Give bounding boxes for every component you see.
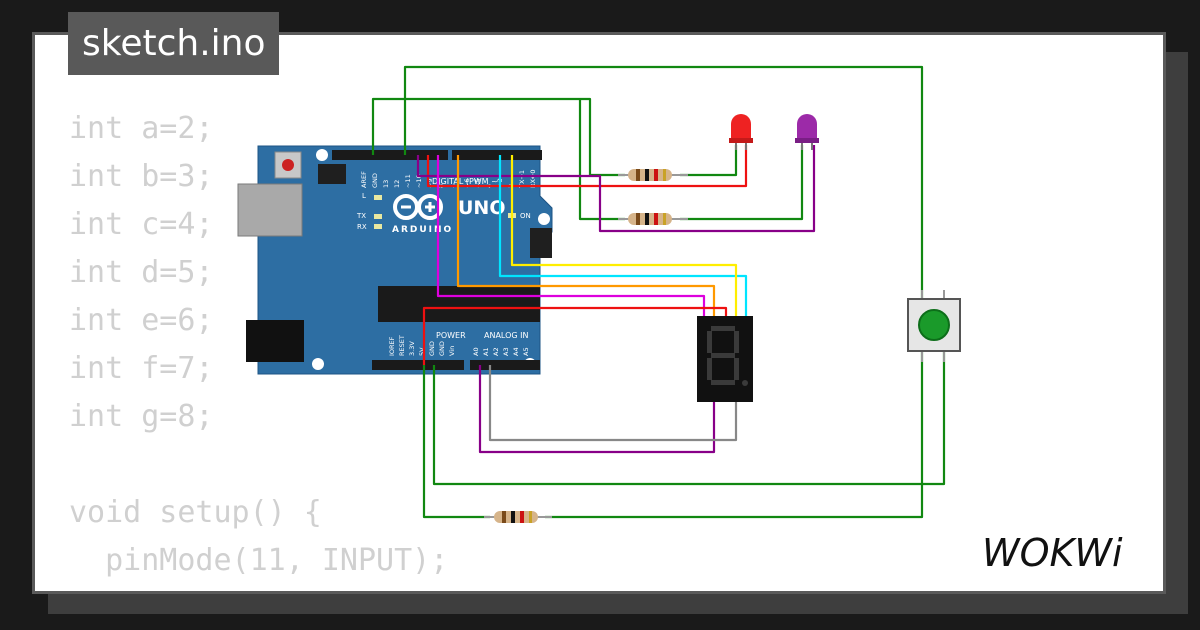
wire-cyan-display	[498, 155, 748, 318]
usb-port	[237, 183, 303, 237]
wire-resistor-led1	[680, 145, 738, 177]
pin-label: ~9	[426, 178, 434, 188]
pin-label: 13	[382, 180, 390, 188]
arduino-uno-board[interactable]: L TX RX ON DIGITAL (PWM ~) POWER ANALOG …	[237, 145, 553, 375]
code-line: int d=5;	[69, 255, 214, 290]
wire-pin13-resistor	[371, 97, 625, 177]
wire-gray-display-bottom	[488, 365, 738, 442]
code-line: int f=7;	[69, 351, 214, 386]
pin-label: 12	[393, 180, 401, 188]
wire-pin11-button	[403, 65, 924, 302]
power-jack	[246, 320, 304, 362]
pin-label: RX←0	[529, 169, 537, 188]
push-button[interactable]	[907, 290, 961, 362]
power-label: POWER	[436, 331, 466, 340]
pin-label: ~10	[415, 174, 423, 188]
digital-header-label: DIGITAL (PWM ~)	[432, 177, 501, 186]
led-red[interactable]	[729, 114, 753, 150]
wire-orange-display	[456, 155, 716, 318]
mounting-hole	[538, 213, 550, 225]
wire-yellow-display	[510, 155, 738, 318]
mounting-hole	[312, 358, 324, 370]
pin-label: AREF	[360, 171, 368, 188]
code-line: int c=4;	[69, 207, 214, 242]
led-purple[interactable]	[795, 114, 819, 150]
code-line: pinMode(11, INPUT);	[69, 543, 449, 578]
on-label: ON	[520, 212, 531, 220]
wire-5v-resistor3	[422, 365, 490, 519]
wire-red-display	[422, 306, 728, 365]
project-card: int a=2; int b=3; int c=4; int d=5; int e=6;…	[32, 32, 1166, 594]
arduino-logo	[393, 194, 443, 220]
l-label: L	[362, 192, 366, 200]
code-line: int a=2;	[69, 111, 214, 146]
tx-label: TX	[356, 212, 366, 220]
pin-label: 5V	[418, 347, 426, 356]
uno-label: UNO	[458, 197, 505, 219]
icsp-header	[318, 164, 552, 258]
analog-label: ANALOG IN	[484, 331, 529, 340]
pin-label: IOREF	[388, 336, 396, 356]
pin-label: A3	[502, 347, 510, 356]
pin-label: ~5	[474, 178, 482, 188]
wire-gnd-button	[432, 350, 946, 486]
wire-resistor3-button	[545, 350, 924, 519]
led-l-indicator	[374, 195, 382, 200]
pin-label: GND	[428, 341, 436, 356]
code-preview: int a=2; int b=3; int c=4; int d=5; int e=6;…	[69, 105, 449, 591]
wire-resistor2-led2	[680, 145, 804, 221]
mounting-hole	[316, 149, 328, 161]
pin-label: A1	[482, 347, 490, 356]
pin-label: ~6	[463, 178, 471, 188]
code-line: int e=6;	[69, 303, 214, 338]
pin-label: RESET	[398, 335, 406, 356]
wires	[371, 65, 946, 519]
resistor-3[interactable]	[484, 511, 552, 523]
wokwi-logo-text: WOKWi	[982, 531, 1123, 575]
wire-gnd-resistor2	[578, 99, 625, 221]
arduino-brand-label: ARDUINO	[392, 225, 453, 235]
wire-purple-led2	[416, 145, 816, 233]
pin-label: GND	[438, 341, 446, 356]
display-segments	[707, 326, 748, 386]
digital-header-right	[452, 150, 542, 160]
led-rx-indicator	[374, 224, 382, 229]
pin-label: A2	[492, 347, 500, 356]
resistor-1[interactable]	[618, 169, 688, 181]
pin-label: A0	[472, 347, 480, 356]
pin-label: ~11	[404, 174, 412, 188]
code-line: int b=3;	[69, 159, 214, 194]
code-line: int g=8;	[69, 399, 214, 434]
pin-label: 3.3V	[408, 341, 416, 356]
atmega-chip	[378, 286, 540, 322]
pin-label: TX→1	[518, 170, 526, 189]
seven-segment-display[interactable]	[697, 316, 753, 402]
led-tx-indicator	[374, 214, 382, 219]
pin-label: A4	[512, 347, 520, 356]
resistor-2[interactable]	[618, 213, 688, 225]
wire-purple-display-bottom	[478, 365, 716, 454]
rx-label: RX	[357, 223, 367, 231]
digital-header-left	[332, 150, 448, 160]
power-header	[372, 360, 464, 370]
pin-label: A5	[522, 347, 530, 356]
wire-red-led1	[426, 145, 748, 188]
pin-label: GND	[371, 173, 379, 188]
analog-header	[470, 360, 540, 370]
wokwi-logo: WOKWi	[982, 531, 1123, 575]
pin-label: Vin	[448, 346, 456, 356]
code-line: void setup() {	[69, 495, 322, 530]
file-tab-sketch[interactable]: sketch.ino	[68, 12, 280, 75]
